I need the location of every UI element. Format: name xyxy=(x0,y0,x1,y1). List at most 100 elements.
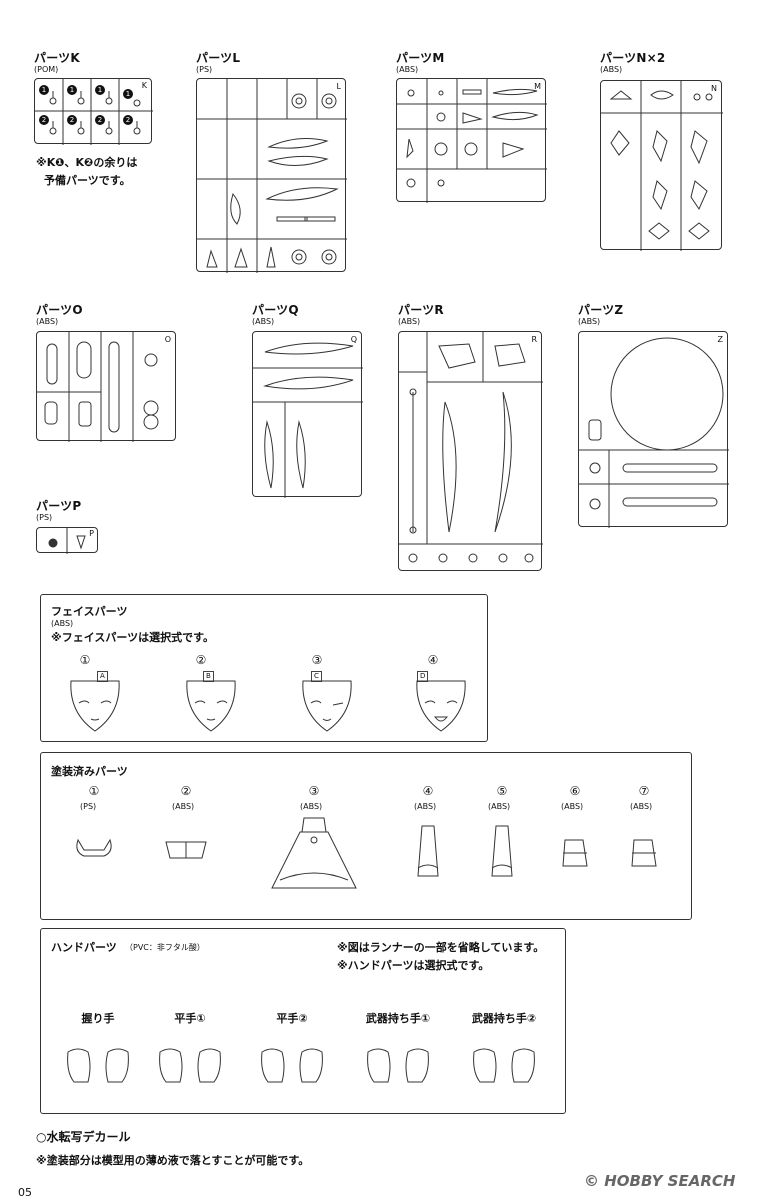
hand-option-3-label: 平手② xyxy=(276,1012,308,1025)
painted-part-5-drawing xyxy=(491,825,513,877)
painted-part-6-number: ⑥ xyxy=(569,784,581,798)
decal-title: ○水転写デカール xyxy=(36,1130,131,1144)
painted-part-2-material: (ABS) xyxy=(172,802,195,811)
painted-part-1-number: ① xyxy=(88,784,100,798)
painted-part-2-number: ② xyxy=(180,784,192,798)
runner-l-title: パーツL xyxy=(196,51,241,65)
face-option-2-number: ② xyxy=(195,653,207,667)
face-parts-note: ※フェイスパーツは選択式です。 xyxy=(51,631,215,644)
painted-part-3-material: (ABS) xyxy=(300,802,323,811)
face-option-4-drawing xyxy=(416,680,466,732)
page-number: 05 xyxy=(18,1186,32,1199)
painted-part-5-number: ⑤ xyxy=(496,784,508,798)
runner-n-corner: N xyxy=(711,84,717,93)
runner-o-material: (ABS) xyxy=(36,317,59,326)
runner-r-parts-drawing xyxy=(399,332,543,563)
runner-n-material: (ABS) xyxy=(600,65,623,74)
runner-r-material: (ABS) xyxy=(398,317,421,326)
runner-k-note-2: 予備パーツです。 xyxy=(44,174,131,187)
runner-n-frame: N xyxy=(600,80,723,251)
runner-p-corner: P xyxy=(89,529,94,538)
runner-z-parts-drawing xyxy=(579,337,729,528)
hand-option-2-drawing xyxy=(159,1048,221,1083)
face-option-3-drawing xyxy=(302,680,352,732)
face-option-4-number: ④ xyxy=(427,653,439,667)
runner-p-parts-drawing xyxy=(48,528,86,554)
runner-q-title: パーツQ xyxy=(252,303,299,317)
painted-parts-panel: 塗装済みパーツ xyxy=(40,752,692,920)
runner-q-frame: Q xyxy=(252,331,363,498)
runner-n-parts-drawing xyxy=(601,81,723,251)
hand-option-3-drawing xyxy=(261,1048,323,1083)
face-option-2-drawing xyxy=(186,680,236,732)
painted-part-7-drawing xyxy=(631,839,657,867)
painted-part-1-drawing xyxy=(76,838,112,857)
face-parts-material: (ABS) xyxy=(51,619,74,628)
runner-z-frame: Z xyxy=(578,331,729,528)
runner-p-frame: P xyxy=(36,527,98,554)
hand-parts-note-2: ※ハンドパーツは選択式です。 xyxy=(337,959,490,972)
runner-z-corner: Z xyxy=(717,335,723,344)
runner-z-title: パーツZ xyxy=(578,303,624,317)
runner-m-title: パーツM xyxy=(396,51,445,65)
runner-m-frame: M xyxy=(396,78,547,203)
painted-part-1-material: (PS) xyxy=(80,802,97,811)
face-option-1-number: ① xyxy=(79,653,91,667)
runner-l-material: (PS) xyxy=(196,65,213,74)
painted-part-3-drawing xyxy=(271,817,357,889)
painted-part-7-material: (ABS) xyxy=(630,802,653,811)
runner-p-material: (PS) xyxy=(36,513,53,522)
hand-option-1-drawing xyxy=(67,1048,129,1083)
face-parts-panel: フェイスパーツ (ABS) ※フェイスパーツは選択式です。 ① A ② B ③ … xyxy=(40,594,488,742)
runner-o-corner: O xyxy=(164,335,171,344)
runner-r-title: パーツR xyxy=(398,303,444,317)
hand-option-1-label: 握り手 xyxy=(81,1012,115,1025)
watermark: © HOBBY SEARCH xyxy=(584,1172,736,1190)
hand-parts-note-1: ※図はランナーの一部を省略しています。 xyxy=(337,941,545,954)
decal-note: ※塗装部分は模型用の薄め液で落とすことが可能です。 xyxy=(36,1154,310,1167)
runner-o-title: パーツO xyxy=(36,303,83,317)
runner-n-title: パーツN×2 xyxy=(600,51,666,65)
hand-option-2-label: 平手① xyxy=(174,1012,206,1025)
runner-q-parts-drawing xyxy=(253,342,363,498)
runner-r-corner: R xyxy=(531,335,537,344)
runner-k-title: パーツK xyxy=(34,51,80,65)
painted-part-4-drawing xyxy=(417,825,439,877)
face-parts-title: フェイスパーツ xyxy=(51,605,128,618)
runner-m-material: (ABS) xyxy=(396,65,419,74)
runner-k-corner: K xyxy=(141,81,147,90)
face-option-1-drawing xyxy=(70,680,120,732)
painted-part-6-drawing xyxy=(562,839,588,867)
painted-part-6-material: (ABS) xyxy=(561,802,584,811)
runner-k-parts-drawing xyxy=(35,79,153,145)
runner-l-parts-drawing xyxy=(197,79,347,273)
runner-z-material: (ABS) xyxy=(578,317,601,326)
painted-part-3-number: ③ xyxy=(308,784,320,798)
painted-part-5-material: (ABS) xyxy=(488,802,511,811)
hand-option-4-drawing xyxy=(367,1048,429,1083)
runner-q-corner: Q xyxy=(350,335,357,344)
runner-r-frame: R xyxy=(398,331,543,571)
painted-part-7-number: ⑦ xyxy=(638,784,650,798)
painted-parts-title: 塗装済みパーツ xyxy=(51,765,128,778)
runner-l-frame: L xyxy=(196,78,347,273)
runner-k-material: (POM) xyxy=(34,65,59,74)
painted-part-4-number: ④ xyxy=(422,784,434,798)
hand-parts-title: ハンドパーツ xyxy=(51,941,117,954)
painted-part-2-drawing xyxy=(165,841,207,859)
runner-l-corner: L xyxy=(336,82,341,91)
runner-m-corner: M xyxy=(534,82,541,91)
hand-parts-panel: ハンドパーツ （PVC：非フタル酸） ※図はランナーの一部を省略しています。 ※… xyxy=(40,928,566,1114)
runner-p-title: パーツP xyxy=(36,499,82,513)
hand-option-4-label: 武器持ち手① xyxy=(365,1012,431,1025)
runner-k-note-1: ※K❶、K❷の余りは xyxy=(36,156,138,169)
painted-part-4-material: (ABS) xyxy=(414,802,437,811)
runner-o-frame: O xyxy=(36,331,176,442)
face-option-3-number: ③ xyxy=(311,653,323,667)
hand-option-5-label: 武器持ち手② xyxy=(471,1012,537,1025)
runner-q-material: (ABS) xyxy=(252,317,275,326)
hand-option-5-drawing xyxy=(473,1048,535,1083)
runner-m-parts-drawing xyxy=(397,79,547,203)
runner-o-parts-drawing xyxy=(37,332,159,442)
